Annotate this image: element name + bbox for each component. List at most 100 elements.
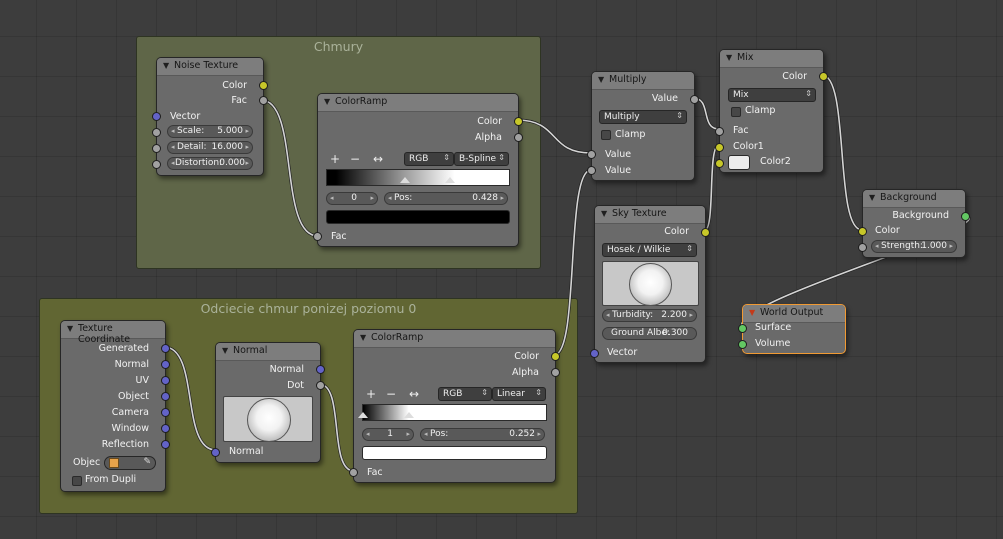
node-header[interactable]: ▼ColorRamp	[318, 94, 518, 112]
output-window-socket[interactable]	[161, 424, 170, 433]
collapse-icon[interactable]: ▼	[360, 333, 367, 342]
increment-arrow[interactable]: ▸	[370, 194, 374, 202]
output-alpha-socket[interactable]	[514, 133, 523, 142]
distortion-field[interactable]: ◂ Distortion: 0.000 ▸	[167, 157, 253, 170]
output-object-socket[interactable]	[161, 392, 170, 401]
input-vector-socket[interactable]	[152, 112, 161, 121]
node-header[interactable]: ▼Sky Texture	[595, 206, 705, 224]
node-normal[interactable]: ▼Normal Normal Dot Normal	[211, 342, 325, 463]
node-header[interactable]: ▼Noise Texture	[157, 58, 263, 76]
input-vector-socket[interactable]	[590, 349, 599, 358]
remove-stop-button[interactable]: −	[350, 152, 361, 166]
interpolation-dropdown[interactable]: B-Spline⇕	[454, 152, 509, 166]
node-multiply[interactable]: ▼Multiply Value Multiply⇕ Clamp Value Va…	[587, 71, 699, 181]
decrement-arrow[interactable]: ◂	[424, 430, 428, 438]
clamp-checkbox[interactable]	[731, 107, 741, 117]
input-distortion-socket[interactable]	[152, 160, 161, 169]
collapse-icon[interactable]: ▼	[598, 75, 605, 84]
node-texture-coordinate[interactable]: ▼Texture Coordinate Generated Normal UV …	[60, 320, 170, 492]
strength-field[interactable]: ◂ Strength: 1.000 ▸	[871, 240, 957, 253]
gradient-ramp[interactable]	[326, 169, 510, 186]
collapse-icon[interactable]: ▼	[67, 324, 74, 333]
collapse-icon[interactable]: ▼	[601, 209, 608, 218]
decrement-arrow[interactable]: ◂	[171, 159, 175, 167]
color-mode-dropdown[interactable]: RGB⇕	[404, 152, 454, 166]
node-header[interactable]: ▼World Output	[743, 305, 845, 323]
increment-arrow[interactable]: ▸	[500, 194, 504, 202]
ramp-stop-marker[interactable]	[358, 412, 368, 418]
input-color-socket[interactable]	[858, 227, 867, 236]
output-camera-socket[interactable]	[161, 408, 170, 417]
node-noise-texture[interactable]: ▼Noise Texture Color Fac Vector ◂ Scale:…	[152, 57, 268, 176]
ramp-stop-marker[interactable]	[400, 177, 410, 183]
blend-mode-dropdown[interactable]: Mix⇕	[728, 88, 816, 102]
node-header[interactable]: ▼Mix	[720, 50, 823, 68]
sky-type-dropdown[interactable]: Hosek / Wilkie⇕	[602, 243, 697, 257]
output-background-socket[interactable]	[961, 212, 970, 221]
sun-direction-sphere[interactable]	[629, 263, 672, 306]
ramp-stop-marker[interactable]	[404, 412, 414, 418]
output-normal-socket[interactable]	[161, 360, 170, 369]
increment-arrow[interactable]: ▸	[537, 430, 541, 438]
decrement-arrow[interactable]: ◂	[875, 242, 879, 250]
input-fac-socket[interactable]	[715, 127, 724, 136]
sun-direction-widget[interactable]	[602, 261, 699, 306]
collapse-icon[interactable]: ▼	[749, 308, 756, 317]
input-fac-socket[interactable]	[313, 232, 322, 241]
node-world-output[interactable]: ▼World Output Surface Volume	[738, 304, 846, 354]
object-picker[interactable]: ✎	[104, 456, 156, 470]
gradient-ramp[interactable]	[362, 404, 547, 421]
output-uv-socket[interactable]	[161, 376, 170, 385]
stop-color-swatch[interactable]	[326, 210, 510, 224]
output-reflection-socket[interactable]	[161, 440, 170, 449]
from-dupli-checkbox[interactable]	[72, 476, 82, 486]
decrement-arrow[interactable]: ◂	[330, 194, 334, 202]
output-dot-socket[interactable]	[316, 381, 325, 390]
math-operation-dropdown[interactable]: Multiply⇕	[599, 110, 687, 124]
decrement-arrow[interactable]: ◂	[606, 311, 610, 319]
increment-arrow[interactable]: ▸	[245, 143, 249, 151]
ground-albedo-field[interactable]: Ground Albe: 0.300	[602, 327, 697, 340]
input-value2-socket[interactable]	[587, 166, 596, 175]
node-header[interactable]: ▼Background	[863, 190, 965, 208]
collapse-icon[interactable]: ▼	[324, 97, 331, 106]
color2-swatch[interactable]	[728, 155, 750, 170]
input-volume-socket[interactable]	[738, 340, 747, 349]
collapse-icon[interactable]: ▼	[869, 193, 876, 202]
output-generated-socket[interactable]	[161, 344, 170, 353]
input-fac-socket[interactable]	[349, 468, 358, 477]
remove-stop-button[interactable]: −	[386, 387, 397, 401]
normal-sphere-widget[interactable]	[223, 396, 313, 442]
input-strength-socket[interactable]	[858, 243, 867, 252]
output-normal-socket[interactable]	[316, 365, 325, 374]
decrement-arrow[interactable]: ◂	[171, 127, 175, 135]
increment-arrow[interactable]: ▸	[406, 430, 410, 438]
node-mix[interactable]: ▼Mix Color Mix⇕ Clamp Fac Color1 Color2	[715, 49, 828, 173]
normal-sphere[interactable]	[247, 398, 291, 442]
collapse-icon[interactable]: ▼	[726, 53, 733, 62]
increment-arrow[interactable]: ▸	[245, 159, 249, 167]
input-surface-socket[interactable]	[738, 324, 747, 333]
node-header[interactable]: ▼Texture Coordinate	[61, 321, 165, 345]
increment-arrow[interactable]: ▸	[245, 127, 249, 135]
stop-position-field[interactable]: ◂ Pos: 0.252 ▸	[420, 428, 545, 441]
collapse-icon[interactable]: ▼	[163, 61, 170, 70]
input-value1-socket[interactable]	[587, 150, 596, 159]
stop-index-field[interactable]: ◂ 0 ▸	[326, 192, 378, 205]
output-color-socket[interactable]	[514, 117, 523, 126]
input-scale-socket[interactable]	[152, 128, 161, 137]
turbidity-field[interactable]: ◂ Turbidity: 2.200 ▸	[602, 309, 697, 322]
input-color2-socket[interactable]	[715, 159, 724, 168]
clamp-checkbox[interactable]	[601, 130, 611, 140]
output-alpha-socket[interactable]	[551, 368, 560, 377]
interpolation-dropdown[interactable]: Linear⇕	[492, 387, 546, 401]
stop-color-swatch[interactable]	[362, 446, 547, 460]
output-color-socket[interactable]	[551, 352, 560, 361]
input-normal-socket[interactable]	[211, 448, 220, 457]
color-mode-dropdown[interactable]: RGB⇕	[438, 387, 492, 401]
output-color-socket[interactable]	[259, 81, 268, 90]
decrement-arrow[interactable]: ◂	[171, 143, 175, 151]
output-color-socket[interactable]	[819, 72, 828, 81]
output-value-socket[interactable]	[690, 95, 699, 104]
output-fac-socket[interactable]	[259, 96, 268, 105]
